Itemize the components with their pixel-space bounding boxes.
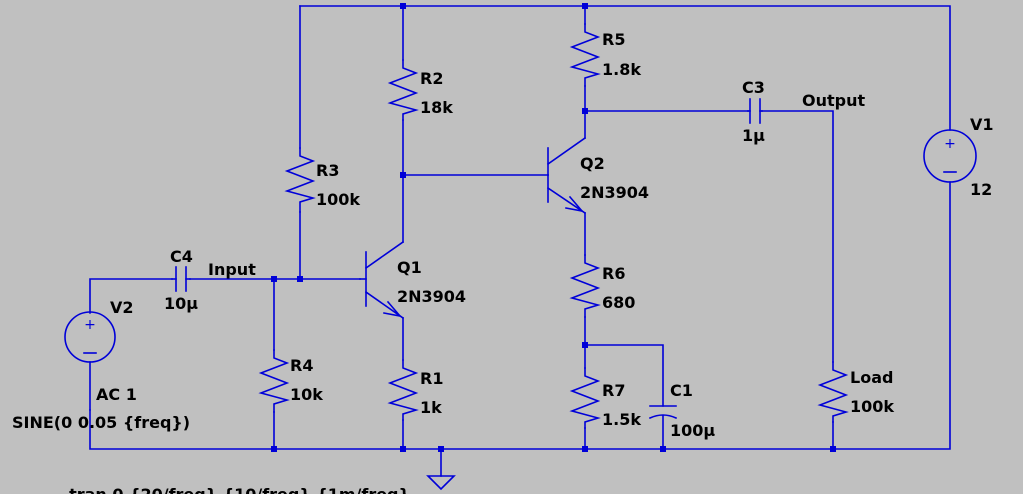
capacitor-c1 (648, 405, 678, 420)
junction-dots (271, 3, 836, 452)
c3-value: 1µ (742, 126, 765, 145)
v1-value: 12 (970, 180, 992, 199)
r7-name: R7 (602, 381, 625, 400)
v2-value: AC 1 (96, 385, 137, 404)
resistor-r2 (387, 59, 419, 121)
resistor-load (817, 361, 849, 423)
resistor-r3 (284, 147, 316, 213)
resistor-r6 (569, 254, 601, 318)
v1-name: V1 (970, 115, 994, 134)
resistor-r4 (258, 349, 290, 413)
r5-value: 1.8k (602, 60, 641, 79)
r4-value: 10k (290, 385, 323, 404)
v2-name: V2 (110, 298, 134, 317)
input-net-label: Input (208, 260, 256, 279)
load-name: Load (850, 368, 893, 387)
resistor-r7 (569, 367, 601, 429)
capacitor-c3 (747, 98, 763, 124)
wires (89, 5, 951, 477)
svg-text:+: + (84, 317, 96, 333)
r5-name: R5 (602, 30, 625, 49)
c1-name: C1 (670, 381, 693, 400)
voltage-source-v1: + (923, 129, 977, 183)
ground-symbol (426, 475, 456, 491)
r2-value: 18k (420, 98, 453, 117)
output-net-label: Output (802, 91, 865, 110)
c4-value: 10µ (164, 294, 198, 313)
r1-name: R1 (420, 369, 443, 388)
q2-name: Q2 (580, 154, 605, 173)
r4-name: R4 (290, 356, 313, 375)
v2-source-spec: SINE(0 0.05 {freq}) (12, 413, 190, 432)
resistor-r1 (387, 359, 419, 421)
q1-name: Q1 (397, 258, 422, 277)
transistor-q2 (546, 136, 587, 215)
c3-name: C3 (742, 78, 765, 97)
load-value: 100k (850, 397, 894, 416)
r3-value: 100k (316, 190, 360, 209)
voltage-source-v2: + (64, 311, 116, 411)
c1-value: 100µ (670, 421, 715, 440)
r3-name: R3 (316, 161, 339, 180)
simulation-directive: .tran 0 {20/freq} {10/freq} {1m/freq} (63, 485, 410, 494)
resistor-r5 (569, 23, 601, 87)
r2-name: R2 (420, 69, 443, 88)
r6-name: R6 (602, 264, 625, 283)
capacitor-c4 (171, 266, 191, 292)
c4-name: C4 (170, 247, 193, 266)
r6-value: 680 (602, 293, 635, 312)
q1-value: 2N3904 (397, 287, 466, 306)
q2-value: 2N3904 (580, 183, 649, 202)
r7-value: 1.5k (602, 410, 641, 429)
transistor-q1 (359, 240, 405, 320)
svg-text:+: + (944, 136, 956, 152)
r1-value: 1k (420, 398, 442, 417)
